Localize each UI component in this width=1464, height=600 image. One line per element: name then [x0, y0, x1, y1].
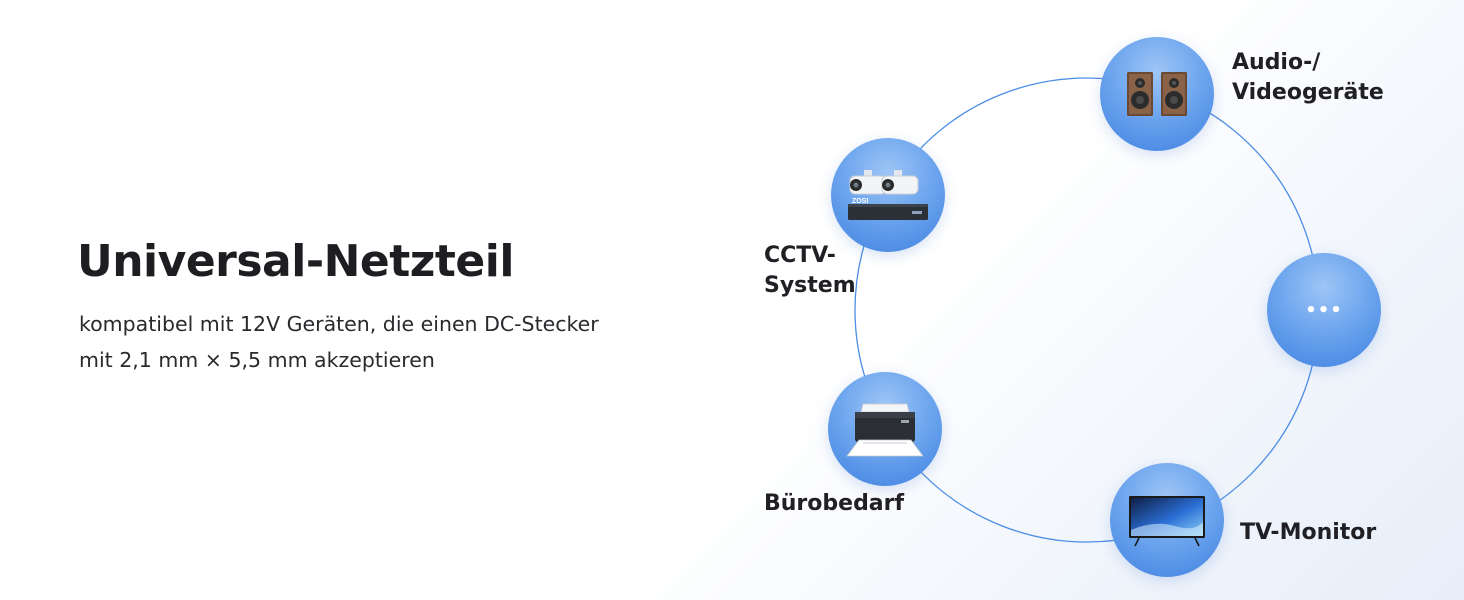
subtext-line-1: kompatibel mit 12V Geräten, die einen DC…: [79, 312, 599, 336]
office-label: Bürobedarf: [764, 491, 905, 516]
subtext-line-2: mit 2,1 mm × 5,5 mm akzeptieren: [79, 348, 435, 372]
printer-icon: [846, 403, 924, 457]
audio-video-label-line-1: Audio-/: [1232, 50, 1321, 75]
more-node: •••: [1267, 253, 1381, 367]
cctv-label-line-1: CCTV-: [764, 243, 836, 268]
headline: Universal-Netzteil: [77, 236, 514, 287]
tv-node: [1110, 463, 1224, 577]
cctv-label: CCTV- System: [764, 241, 856, 301]
subtext: kompatibel mit 12V Geräten, die einen DC…: [79, 306, 599, 378]
tv-label: TV-Monitor: [1240, 520, 1377, 545]
tv-icon: [1129, 496, 1205, 547]
cctv-brand: ZOSI: [852, 198, 868, 205]
office-node: [828, 372, 942, 486]
security-camera-icon: ZOSI: [848, 170, 928, 220]
audio-video-label-line-2: Videogeräte: [1232, 80, 1384, 105]
audio-video-node: [1100, 37, 1214, 151]
speakers-icon: [1127, 72, 1187, 116]
cctv-node: ZOSI: [831, 138, 945, 252]
more-icon: •••: [1305, 299, 1343, 321]
cctv-label-line-2: System: [764, 273, 856, 298]
audio-video-label: Audio-/ Videogeräte: [1232, 48, 1384, 108]
